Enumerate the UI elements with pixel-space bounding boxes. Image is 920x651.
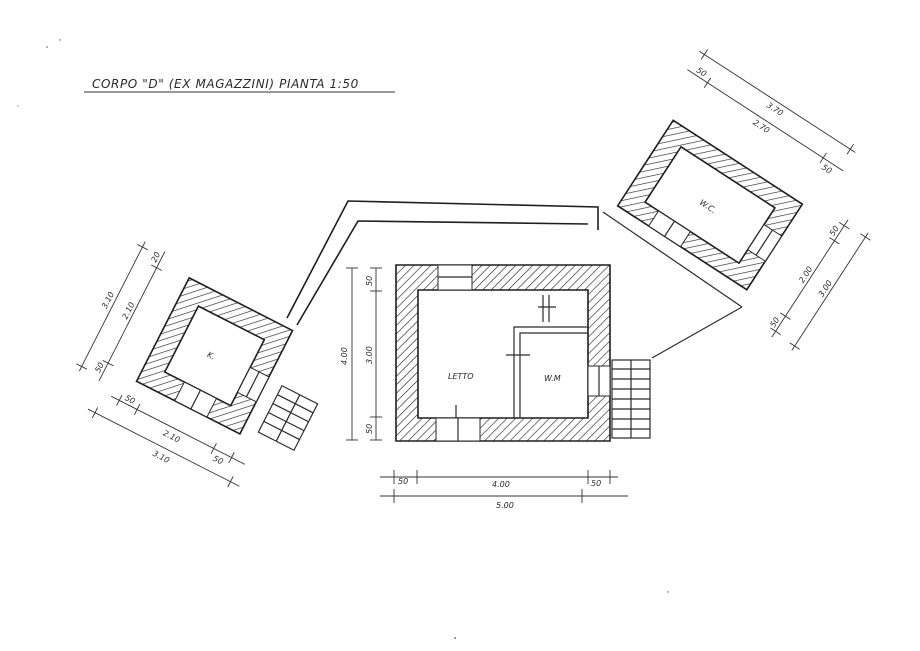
- dim-wc-right-wall-b: 50: [768, 316, 781, 329]
- dim-k-wall-a: 20: [150, 251, 163, 264]
- stair-main: [611, 359, 651, 439]
- svg-text:CORPO "D" (EX MAGAZZINI) PIANT: CORPO "D" (EX MAGAZZINI) PIANTA 1:50: [92, 77, 359, 91]
- dim-main-width-total: 5.00: [496, 501, 514, 510]
- dim-k-bottom-total: 3.10: [151, 449, 171, 465]
- dim-main-height-inner: 3.00: [365, 346, 374, 364]
- wc-connector: [602, 211, 743, 359]
- dim-k-total-vertical: 3.10: [100, 290, 116, 310]
- wc-block: W.C.: [616, 119, 804, 291]
- dim-main-wall-top: 50: [365, 276, 374, 286]
- dim-wc-right-wall-a: 50: [828, 224, 841, 237]
- room-label-k: K.: [206, 350, 217, 362]
- dim-wc-top-total: 3.70: [765, 101, 785, 118]
- stair-kitchen: [257, 384, 319, 452]
- corridor: [286, 200, 599, 326]
- dim-wc-top-inner: 2.70: [751, 118, 771, 135]
- main-horizontal-dimensions: 50 4.00 50 5.00: [380, 470, 628, 510]
- dim-k-bottom-wall-b: 50: [211, 454, 224, 467]
- room-label-letto: LETTO: [448, 372, 474, 381]
- main-room: LETTO W.M: [395, 264, 611, 442]
- dim-main-wall-right: 50: [591, 479, 601, 488]
- plan-title: CORPO "D" (EX MAGAZZINI) PIANTA 1:50: [84, 77, 395, 93]
- dim-main-wall-bottom: 50: [365, 424, 374, 434]
- dim-main-wall-left: 50: [398, 477, 408, 486]
- dim-wc-top-wall-b: 50: [820, 163, 833, 176]
- room-label-wc: W.C.: [698, 198, 718, 215]
- dim-main-height-total: 4.00: [340, 347, 349, 365]
- kitchen-bottom-dimensions: 50 2.10 50 3.10: [87, 393, 246, 488]
- dim-main-width-inner: 4.00: [492, 480, 510, 489]
- dim-wc-top-wall-a: 50: [695, 66, 708, 79]
- scan-specks: [17, 39, 669, 639]
- room-label-wm: W.M: [544, 374, 561, 383]
- dim-k-wall-b: 50: [93, 361, 106, 374]
- dim-k-inner-vertical: 2.10: [120, 301, 136, 321]
- kitchen-block: K.: [135, 276, 294, 435]
- main-vertical-dimensions: 4.00 50 3.00 50: [340, 267, 382, 441]
- dim-k-bottom-wall-a: 50: [123, 393, 136, 406]
